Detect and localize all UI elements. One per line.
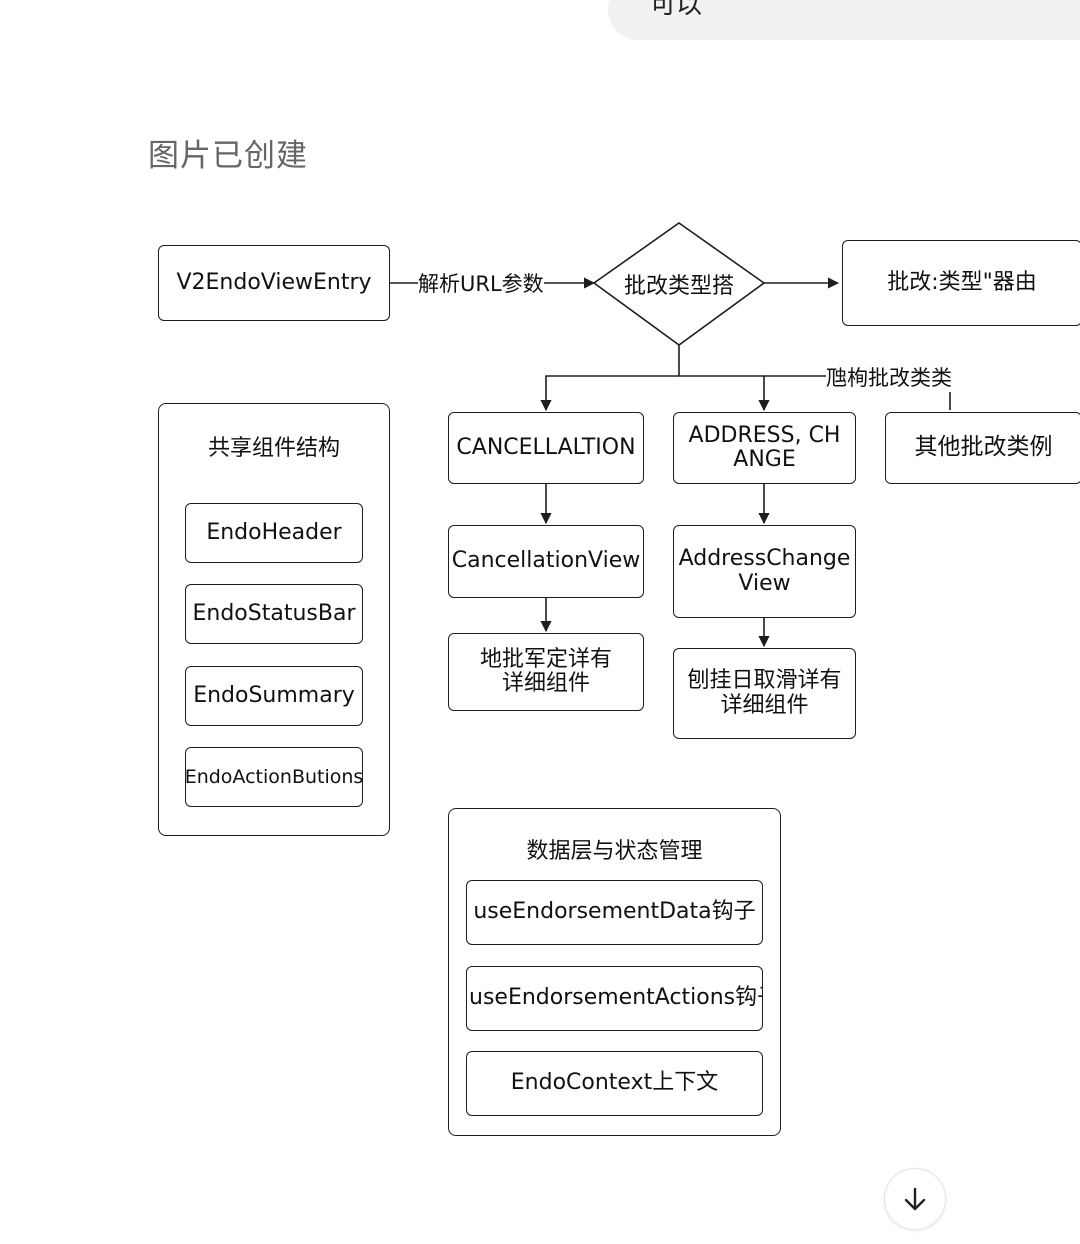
address-type-label-2: ANGE xyxy=(733,447,796,472)
address-view-node: AddressChange View xyxy=(673,525,856,618)
endo-status-bar-label: EndoStatusBar xyxy=(192,600,356,626)
address-detail-node: 刨挂日取滑详有 详细组件 xyxy=(673,648,856,739)
branch-edge-label: 虺栒批改类类 xyxy=(826,362,952,392)
cancellation-type-node: CANCELLALTION xyxy=(448,412,644,484)
endo-header-node: EndoHeader xyxy=(185,503,363,563)
cancellation-type-label: CANCELLALTION xyxy=(456,434,636,460)
cancellation-view-label: CancellationView xyxy=(451,548,641,574)
other-type-node: 其他批改类例 xyxy=(885,412,1080,484)
data-group-title: 数据层与状态管理 xyxy=(526,839,703,864)
endo-action-buttons-label: EndoActionButions xyxy=(184,765,364,788)
user-message-text: 可以 xyxy=(650,0,703,20)
use-endorsement-data-label: useEndorsementData钩子 xyxy=(473,899,756,925)
parse-edge-label: 解析URL参数 xyxy=(418,268,544,298)
cancellation-detail-label-1: 地批军定详有 xyxy=(479,646,612,672)
entry-node-label: V2EndoViewEntry xyxy=(176,269,372,295)
scroll-down-button[interactable] xyxy=(884,1168,946,1230)
address-type-label-1: ADDRESS, CH xyxy=(688,422,841,448)
other-type-label: 其他批改类例 xyxy=(914,434,1053,461)
endo-summary-node: EndoSummary xyxy=(185,666,363,726)
arrow-down-icon xyxy=(904,1187,926,1211)
cancellation-detail-node: 地批军定详有 详细组件 xyxy=(448,633,644,711)
address-detail-label-1: 刨挂日取滑详有 xyxy=(687,668,842,694)
endo-status-bar-node: EndoStatusBar xyxy=(185,584,363,644)
image-created-status: 图片已创建 xyxy=(148,138,308,174)
endo-action-buttons-node: EndoActionButions xyxy=(185,747,363,807)
decision-label: 批改类型搭 xyxy=(623,274,734,299)
address-view-label-1: AddressChange xyxy=(678,546,851,572)
entry-node: V2EndoViewEntry xyxy=(158,245,390,321)
router-node: 批改:类型"器由 xyxy=(842,240,1080,326)
endo-summary-label: EndoSummary xyxy=(193,682,355,708)
address-detail-label-2: 详细组件 xyxy=(720,692,809,718)
shared-group-title: 共享组件结构 xyxy=(207,436,340,461)
cancellation-detail-label-2: 详细组件 xyxy=(501,671,590,696)
use-endorsement-actions-label: useEndorsementActions钩子 xyxy=(469,985,763,1011)
address-view-label-2: View xyxy=(738,570,791,596)
cancellation-view-node: CancellationView xyxy=(448,525,644,598)
router-node-label: 批改:类型"器由 xyxy=(887,269,1037,295)
endo-header-label: EndoHeader xyxy=(206,519,342,545)
use-endorsement-data-node: useEndorsementData钩子 xyxy=(466,880,763,945)
user-message-bubble: 可以 xyxy=(608,0,1080,40)
address-type-node: ADDRESS, CH ANGE xyxy=(673,412,856,484)
endo-context-node: EndoContext上下文 xyxy=(466,1051,763,1116)
use-endorsement-actions-node: useEndorsementActions钩子 xyxy=(466,966,763,1031)
endo-context-label: EndoContext上下文 xyxy=(510,1070,719,1096)
